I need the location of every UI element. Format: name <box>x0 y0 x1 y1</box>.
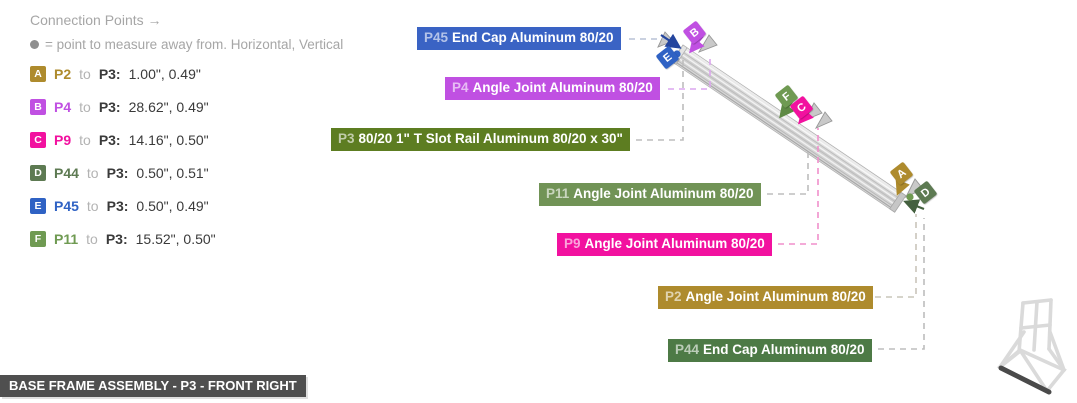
to-label: to <box>79 132 91 148</box>
leader-lines <box>629 38 925 350</box>
part-number: P44 <box>675 342 700 357</box>
part-id: P2 <box>54 66 72 82</box>
measurement-value: 1.00", 0.49" <box>128 66 201 82</box>
ref-part: P3: <box>106 165 129 181</box>
part-number: P9 <box>564 236 581 251</box>
part-id: P44 <box>54 165 79 181</box>
legend-title: Connection Points → <box>30 12 162 28</box>
ref-part: P3: <box>98 99 121 115</box>
ref-part: P3: <box>98 66 121 82</box>
legend-row-d: D P44 to P3: 0.50", 0.51" <box>30 165 343 181</box>
measurement-value: 28.62", 0.49" <box>128 99 209 115</box>
part-id: P45 <box>54 198 79 214</box>
to-label: to <box>86 231 98 247</box>
part-description: End Cap Aluminum 80/20 <box>452 30 614 45</box>
legend-note-text: = point to measure away from. Horizontal… <box>45 37 344 52</box>
ref-part: P3: <box>105 231 128 247</box>
part-description: 80/20 1" T Slot Rail Aluminum 80/20 x 30… <box>358 131 623 146</box>
legend-note: = point to measure away from. Horizontal… <box>30 37 343 52</box>
measure-point-icon <box>30 40 39 49</box>
part-number: P45 <box>424 30 449 45</box>
point-badge-e: E <box>30 198 46 214</box>
legend-row-f: F P11 to P3: 15.52", 0.50" <box>30 231 343 247</box>
point-badge-b: B <box>30 99 46 115</box>
part-id: P4 <box>54 99 72 115</box>
part-number: P4 <box>452 80 469 95</box>
highlighted-rail <box>998 365 1052 395</box>
legend-row-b: B P4 to P3: 28.62", 0.49" <box>30 99 343 115</box>
part-number: P11 <box>546 186 570 201</box>
part-description: Angle Joint Aluminum 80/20 <box>573 186 754 201</box>
to-label: to <box>86 165 99 181</box>
point-badge-a: A <box>30 66 46 82</box>
legend-row-c: C P9 to P3: 14.16", 0.50" <box>30 132 343 148</box>
to-label: to <box>79 99 91 115</box>
measurement-value: 14.16", 0.50" <box>128 132 209 148</box>
part-number: P3 <box>338 131 355 146</box>
point-badge-c: C <box>30 132 46 148</box>
part-id: P9 <box>54 132 72 148</box>
part-description: Angle Joint Aluminum 80/20 <box>472 80 653 95</box>
assembly-title-bar: BASE FRAME ASSEMBLY - P3 - FRONT RIGHT <box>0 375 306 397</box>
measurement-value: 0.50", 0.51" <box>136 165 209 181</box>
legend-row-e: E P45 to P3: 0.50", 0.49" <box>30 198 343 214</box>
measurement-value: 15.52", 0.50" <box>135 231 216 247</box>
to-label: to <box>86 198 99 214</box>
legend-row-a: A P2 to P3: 1.00", 0.49" <box>30 66 343 82</box>
measure-point-dot-d <box>906 193 914 201</box>
part-number: P2 <box>665 289 682 304</box>
part-id: P11 <box>54 231 79 247</box>
measurement-value: 0.50", 0.49" <box>136 198 209 214</box>
point-badge-d: D <box>30 165 46 181</box>
part-description: Angle Joint Aluminum 80/20 <box>685 289 866 304</box>
ref-part: P3: <box>106 198 129 214</box>
to-label: to <box>79 66 91 82</box>
point-badge-f: F <box>30 231 46 247</box>
part-description: End Cap Aluminum 80/20 <box>703 342 865 357</box>
connection-points-legend: Connection Points → = point to measure a… <box>30 12 343 264</box>
frame-locator-thumbnail <box>996 298 1067 395</box>
ref-part: P3: <box>98 132 121 148</box>
part-description: Angle Joint Aluminum 80/20 <box>584 236 765 251</box>
